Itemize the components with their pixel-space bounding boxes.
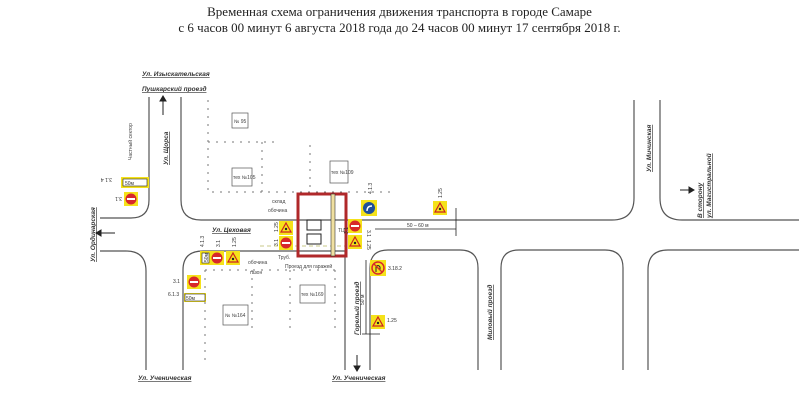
sign-code: 1.25	[438, 188, 444, 198]
street-gorely: Горелый проезд	[353, 282, 361, 335]
building-label: ТЦ	[338, 228, 345, 234]
building-label: тех №109	[331, 170, 354, 176]
street-michinskaya: Ул. Мичинская	[646, 125, 653, 172]
sign-code: 1.25	[365, 240, 371, 250]
distance-label: 50 м	[360, 294, 366, 305]
street-pushkarsky: Пушкарский проезд	[142, 85, 206, 93]
sign-code: 3.1	[274, 239, 280, 246]
note: газон	[250, 270, 262, 276]
street-milovy: Миловый проезд	[486, 285, 494, 340]
signs	[121, 177, 448, 330]
sign-code: 3.1	[115, 195, 122, 201]
sign-code: 3.1	[344, 227, 350, 234]
sign-code: 3.1	[365, 230, 371, 237]
street-uchenicheskaya: Ул. Ученическая	[138, 375, 192, 382]
sign-code: 3.1	[216, 240, 222, 247]
note: Труб.	[278, 255, 290, 261]
distance-plate: 50м	[186, 296, 196, 302]
direction-text: В сторону	[697, 182, 704, 218]
building-label: № 95	[234, 119, 247, 125]
note: обочина	[248, 260, 267, 266]
sign-code: 1.25	[274, 222, 280, 232]
building-label: тех №169	[301, 292, 324, 298]
street-izyskatelskaya: Ул. Изыскательская	[142, 71, 210, 78]
building-label: тех №105	[233, 175, 256, 181]
distance-plate: 50м	[125, 181, 135, 187]
sign-code: 1.25	[232, 237, 238, 247]
sign-code: 3.18.2	[388, 266, 402, 272]
building-label: № №164	[225, 313, 246, 319]
private-sector-label: Частный сектор	[127, 123, 134, 160]
sign-code: 3.1 4	[101, 176, 112, 182]
sign-code: 6.1.3	[168, 292, 179, 298]
direction-text: ул. Магистральной	[705, 153, 713, 219]
note: склад	[272, 199, 285, 205]
sign-code: 1.25	[387, 318, 397, 324]
buildings	[222, 112, 349, 326]
sign-code: 4.1.3	[368, 183, 374, 194]
title-line-2: с 6 часов 00 минут 6 августа 2018 года д…	[178, 20, 621, 35]
road-edges	[100, 97, 799, 370]
street-shchorsa: Ул. Щорса	[163, 131, 170, 165]
distance-plate: 50м	[204, 252, 210, 262]
work-zone	[296, 192, 348, 258]
fences	[204, 100, 390, 360]
distance-label: 50 – 60 м	[407, 223, 429, 229]
sign-code: 4.1.3	[200, 236, 206, 247]
street-ordinarskaya: Ул. Ординарская	[89, 207, 97, 262]
note: обочина	[268, 208, 287, 214]
note: Проезд для гаражей	[285, 263, 332, 270]
street-uchenicheskaya: Ул. Ученическая	[332, 375, 386, 382]
sign-code: 3.1	[173, 279, 180, 285]
title-line-1: Временная схема ограничения движения тра…	[207, 4, 592, 19]
direction-arrows	[95, 95, 695, 372]
street-tsekhovaya: Ул. Цеховая	[212, 227, 251, 234]
dimension-lines	[362, 208, 457, 335]
